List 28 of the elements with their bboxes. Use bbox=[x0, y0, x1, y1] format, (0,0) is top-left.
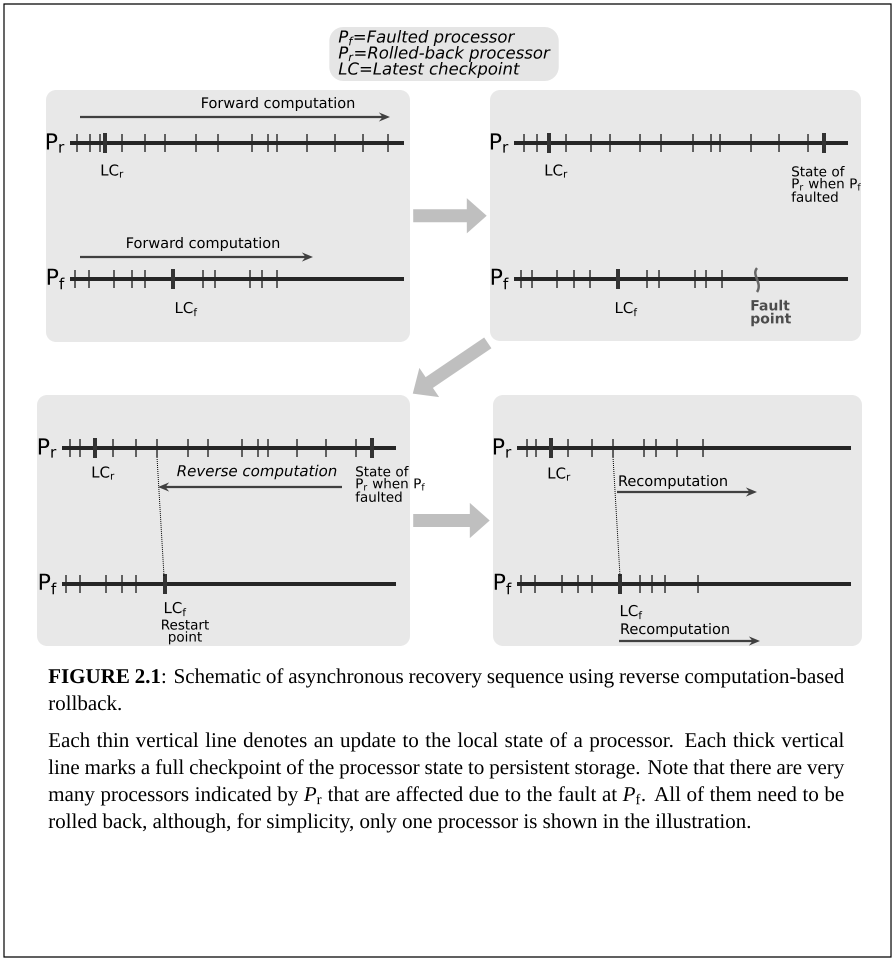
figure-note: Each thin vertical line denotes an update to the local state of a processor. Each thick vertical line marks a full checkpoint of the processor state to persistent storage. Note that there are very many processors indicated by P$_{r}$ that are affected due to the fault at P$_{f}$. All of them need to be rolled back, although, for simplicity, only one processor is shown in the illustration. bbox=[48, 732, 844, 833]
key-box: P$_{f}$=Faulted processor P$_{r}$=Rolled-back processor LC=Latest checkpoint bbox=[329, 27, 559, 81]
arrow-caption: Forward computation bbox=[127, 236, 280, 252]
processor-label: P$_{r}$ bbox=[38, 438, 56, 458]
checkpoint-label: LC$_{f}$ bbox=[176, 302, 198, 316]
state-note: State of P$_{r}$ when P$_{f}$ faulted bbox=[792, 166, 861, 202]
checkpoint-label: LC$_{r}$ bbox=[102, 164, 124, 178]
arrow-caption: Forward computation bbox=[202, 96, 354, 111]
state-note: Restart point bbox=[162, 620, 209, 644]
checkpoint-label: LC$_{f}$ bbox=[616, 302, 638, 316]
arrow-caption: Reverse computation bbox=[177, 464, 336, 480]
figure-caption: FIGURE 2.1: Schematic of asynchronous recovery sequence using reverse computation-based rollback. bbox=[48, 668, 844, 710]
processor-label: P$_{f}$ bbox=[494, 574, 512, 594]
arrow-caption: Recomputation bbox=[619, 474, 727, 490]
state-note: State of P$_{r}$ when P$_{f}$ faulted bbox=[356, 466, 425, 502]
checkpoint-label: LC$_{r}$ bbox=[546, 164, 568, 178]
checkpoint-label: LC$_{f}$ bbox=[620, 604, 642, 620]
processor-label: P$_{r}$ bbox=[494, 438, 512, 458]
fault-note: Fault point bbox=[751, 300, 791, 326]
processor-label: P$_{r}$ bbox=[46, 133, 64, 153]
checkpoint-label: LC$_{r}$ bbox=[548, 467, 570, 481]
processor-label: P$_{f}$ bbox=[492, 268, 509, 290]
processor-label: P$_{f}$ bbox=[48, 268, 65, 290]
arrow-caption: Recomputation bbox=[621, 622, 729, 638]
processor-label: P$_{r}$ bbox=[490, 133, 508, 153]
checkpoint-label: LC$_{r}$ bbox=[92, 466, 114, 480]
checkpoint-label: LC$_{f}$ bbox=[164, 602, 186, 616]
processor-label: P$_{f}$ bbox=[40, 574, 57, 594]
